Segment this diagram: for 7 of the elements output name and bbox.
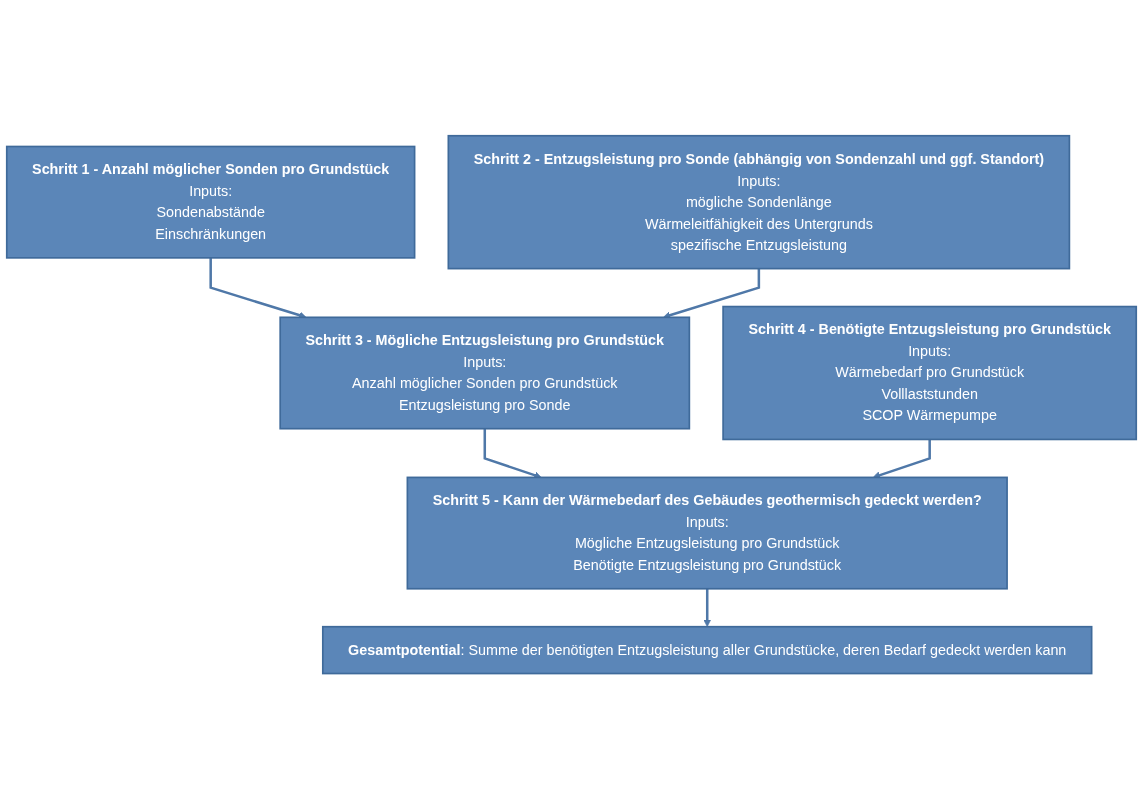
node-box: Schritt 2 - Entzugsleistung pro Sonde (abhängig von Sondenzahl und ggf. Standort) Inputs: mögliche Sondenlänge Wärmeleitfähigkeit des Untergrunds spezifische Entzugsleistung (447, 135, 1071, 270)
node-box: Schritt 3 - Mögliche Entzugsleistung pro Grundstück Inputs: Anzahl möglicher Sonden pro Grundstück Entzugsleistung pro Sonde (279, 316, 691, 430)
arrow (703, 589, 711, 628)
node-box: Schritt 4 - Benötigte Entzugsleistung pro Grundstück Inputs: Wärmebedarf pro Grundstück Volllaststunden SCOP Wärmepumpe (722, 306, 1138, 441)
node-box: Schritt 5 - Kann der Wärmebedarf des Gebäudes geothermisch gedeckt werden? Inputs: Mögliche Entzugsleistung pro Grundstück Benötigte Entzugsleistung pro Grundstück (406, 476, 1008, 590)
node-box: Gesamtpotential: Summe der benötigten Entzugsleistung aller Grundstücke, deren Bedarf gedeckt werden kann (321, 626, 1093, 675)
node-box: Schritt 1 - Anzahl möglicher Sonden pro Grundstück Inputs: Sondenabstände Einschränkungen (5, 146, 416, 260)
